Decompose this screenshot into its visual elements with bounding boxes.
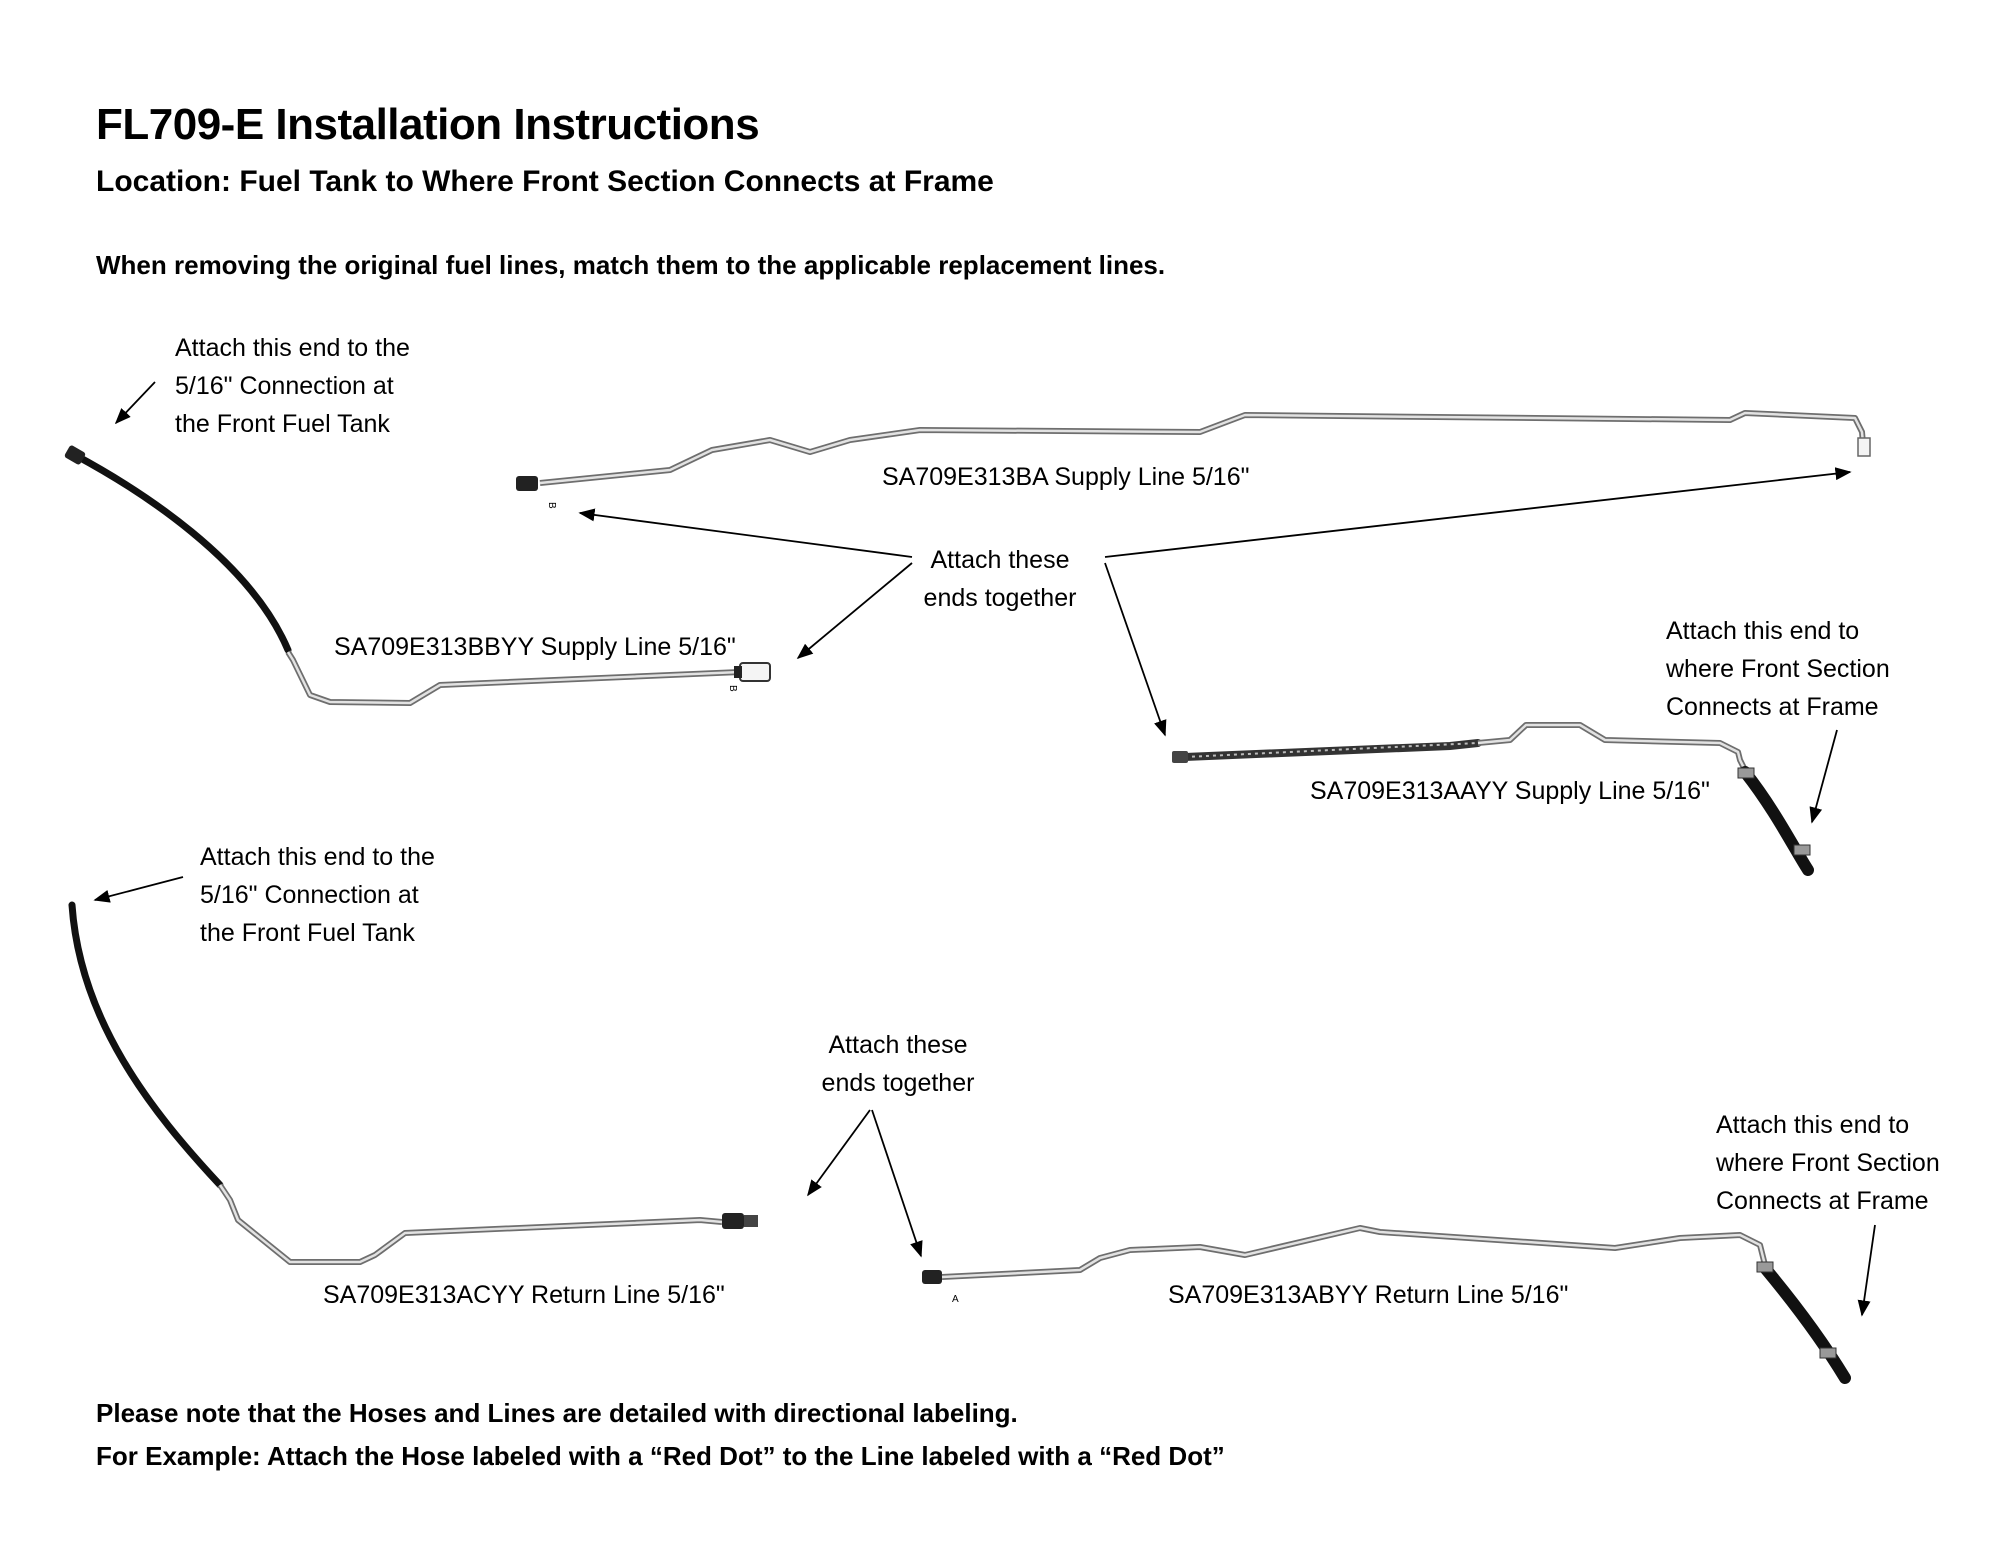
arrow-together-bottom-abyy bbox=[871, 1109, 923, 1258]
aayy-clamp-icon bbox=[1737, 767, 1755, 779]
end-mark-b-bbyy: B bbox=[727, 685, 738, 692]
callout-line: Attach this end to bbox=[1666, 617, 1860, 645]
arrow-together-top-end bbox=[1104, 467, 1852, 558]
line-label-abyy: SA709E313ABYY Return Line 5/16" bbox=[1168, 1281, 1569, 1309]
page-title: FL709-E Installation Instructions bbox=[96, 100, 760, 149]
intro-text: When removing the original fuel lines, m… bbox=[96, 250, 1166, 280]
ba-fitting-icon bbox=[516, 476, 538, 491]
acyy-fitting-icon bbox=[722, 1213, 744, 1229]
arrow-frame-top bbox=[1809, 729, 1838, 824]
arrow-together-bottom-acyy bbox=[807, 1109, 871, 1197]
bbyy-quick-connect-icon bbox=[739, 662, 771, 682]
callout-together-bottom: Attach these ends together bbox=[818, 1026, 978, 1102]
callout-line: Attach this end to bbox=[1716, 1111, 1910, 1139]
callout-line: ends together bbox=[821, 1069, 975, 1097]
aayy-fitting-icon bbox=[1172, 751, 1188, 763]
aayy-braided-hose bbox=[1181, 739, 1482, 761]
callout-together-top: Attach these ends together bbox=[920, 541, 1080, 617]
arrow-together-top-ba bbox=[578, 508, 913, 558]
callout-front-tank-top: Attach this end to the 5/16" Connection … bbox=[175, 329, 410, 443]
callout-line: 5/16" Connection at bbox=[200, 881, 419, 909]
footer-note-2: For Example: Attach the Hose labeled wit… bbox=[96, 1441, 1225, 1471]
abyy-hose bbox=[1759, 1262, 1851, 1384]
callout-line: Connects at Frame bbox=[1666, 693, 1879, 721]
callout-frame-top: Attach this end to where Front Section C… bbox=[1666, 612, 1890, 726]
callout-line: the Front Fuel Tank bbox=[200, 919, 415, 947]
line-acyy-drawing bbox=[68, 901, 758, 1265]
line-bbyy-drawing bbox=[64, 445, 771, 706]
aayy-hose bbox=[1739, 766, 1814, 876]
arrow-together-top-aayy bbox=[1104, 562, 1167, 737]
callout-line: where Front Section bbox=[1666, 655, 1890, 683]
page-subtitle: Location: Fuel Tank to Where Front Secti… bbox=[96, 165, 994, 198]
abyy-clamp-icon bbox=[1756, 1261, 1774, 1273]
callout-line: 5/16" Connection at bbox=[175, 372, 394, 400]
callout-line: Attach these bbox=[828, 1031, 968, 1059]
line-label-aayy: SA709E313AAYY Supply Line 5/16" bbox=[1310, 777, 1710, 805]
line-label-bbyy: SA709E313BBYY Supply Line 5/16" bbox=[334, 633, 736, 661]
callout-front-tank-bottom: Attach this end to the 5/16" Connection … bbox=[200, 838, 435, 952]
arrow-together-top-bbyy bbox=[796, 562, 913, 660]
arrow-frame-bottom bbox=[1857, 1224, 1876, 1317]
arrow-front-tank-bottom bbox=[93, 876, 184, 903]
line-ba-drawing bbox=[516, 410, 1871, 491]
bbyy-hose bbox=[71, 451, 292, 654]
bbyy-hose-fitting-icon bbox=[64, 445, 86, 465]
end-mark-b-top: B bbox=[546, 502, 557, 509]
callout-line: ends together bbox=[923, 584, 1077, 612]
line-label-ba: SA709E313BA Supply Line 5/16" bbox=[882, 463, 1250, 491]
callout-line: Attach this end to the bbox=[175, 334, 410, 362]
acyy-hose bbox=[68, 901, 224, 1189]
line-abyy-drawing bbox=[922, 1225, 1851, 1384]
ba-end-cap-icon bbox=[1857, 437, 1871, 457]
callout-frame-bottom: Attach this end to where Front Section C… bbox=[1716, 1106, 1940, 1220]
callout-line: Connects at Frame bbox=[1716, 1187, 1929, 1215]
line-label-acyy: SA709E313ACYY Return Line 5/16" bbox=[323, 1281, 725, 1309]
footer-note-1: Please note that the Hoses and Lines are… bbox=[96, 1398, 1018, 1428]
end-mark-a-abyy: A bbox=[952, 1294, 959, 1305]
callout-line: where Front Section bbox=[1716, 1149, 1940, 1177]
abyy-fitting-icon bbox=[922, 1270, 942, 1284]
arrow-front-tank-top bbox=[114, 381, 156, 425]
callout-line: Attach this end to the bbox=[200, 843, 435, 871]
callout-line: the Front Fuel Tank bbox=[175, 410, 390, 438]
callout-line: Attach these bbox=[930, 546, 1070, 574]
line-aayy-drawing bbox=[1172, 722, 1814, 876]
